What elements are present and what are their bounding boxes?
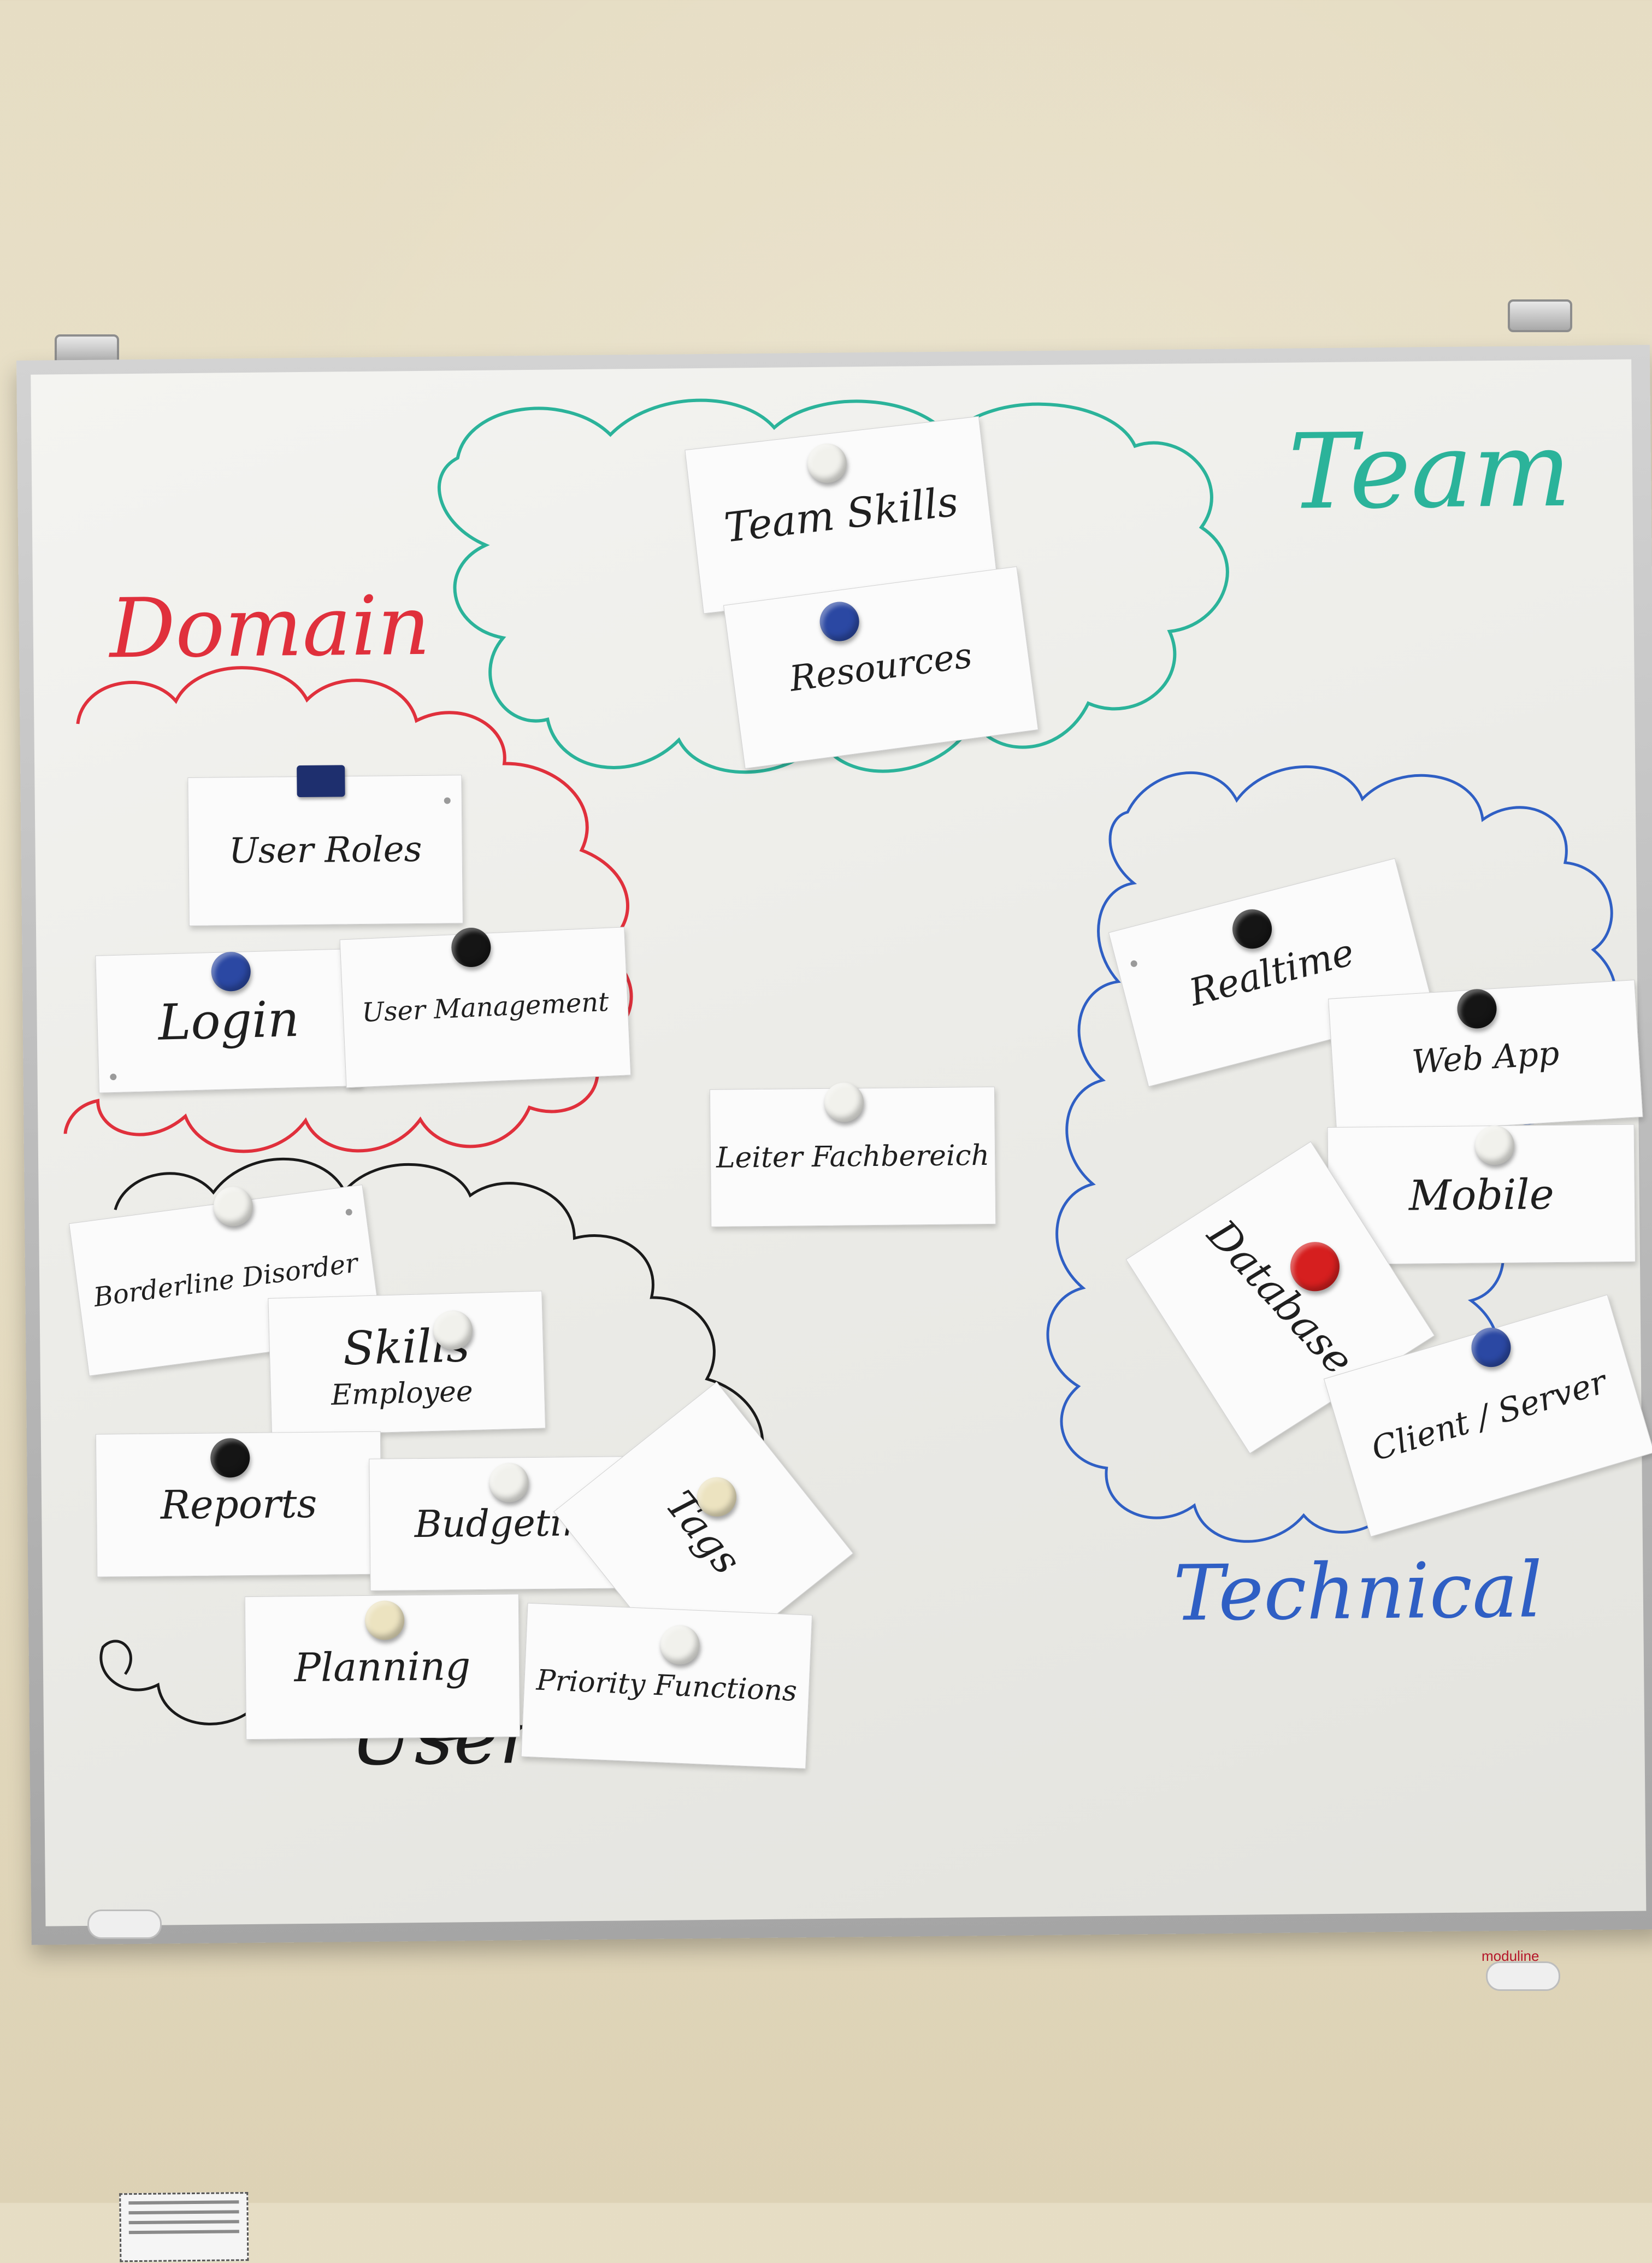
magnet-black[interactable] <box>1457 989 1497 1029</box>
magnet-white[interactable] <box>807 443 847 484</box>
card-label: Resources <box>787 635 975 700</box>
magnet-white[interactable] <box>433 1310 473 1350</box>
magnet-white[interactable] <box>660 1625 700 1665</box>
card-label: Planning <box>294 1643 471 1691</box>
heading-technical: Technical <box>1172 1546 1543 1639</box>
heading-domain: Domain <box>109 578 431 677</box>
magnet-blue[interactable] <box>819 602 859 641</box>
magnet-square-navy[interactable] <box>297 765 345 798</box>
card-label: Reports <box>160 1480 317 1528</box>
punch-hole <box>444 797 451 804</box>
whiteboard-frame: Team Domain Technical User Team Skills R… <box>16 345 1652 2262</box>
whiteboard-surface: Team Domain Technical User Team Skills R… <box>31 359 1652 2262</box>
magnet-blue[interactable] <box>1471 1327 1511 1368</box>
magnet-white[interactable] <box>489 1463 529 1502</box>
card-label: User Management <box>361 986 610 1028</box>
card-label: Team Skills <box>722 478 961 552</box>
card-label: Leiter Fachbereich <box>716 1139 990 1175</box>
card-label: Client / Server <box>1367 1363 1611 1469</box>
board-foot-left <box>87 1910 162 1939</box>
heading-team: Team <box>1288 409 1572 533</box>
card-skills[interactable]: Skills Employee <box>268 1290 546 1436</box>
card-user-roles[interactable]: User Roles <box>187 775 463 927</box>
manufacturer-label-sticker <box>119 2192 249 2262</box>
magnet-cream[interactable] <box>697 1477 737 1517</box>
magnet-black[interactable] <box>210 1437 250 1478</box>
magnet-black[interactable] <box>1232 909 1272 949</box>
board-hanging-clip-right <box>1508 299 1572 332</box>
brand-logo: moduline <box>1482 1948 1539 1964</box>
card-label: Mobile <box>1408 1169 1555 1220</box>
card-sublabel: Employee <box>331 1375 474 1412</box>
domain-cloud-outline <box>63 666 633 1153</box>
magnet-white[interactable] <box>1474 1125 1515 1165</box>
card-label: Database <box>1198 1211 1362 1384</box>
card-label: User Roles <box>228 829 422 872</box>
card-label: Login <box>157 990 300 1052</box>
magnet-blue[interactable] <box>211 951 251 992</box>
card-priority-functions[interactable]: Priority Functions <box>521 1602 813 1769</box>
magnet-black[interactable] <box>451 927 491 968</box>
magnet-red[interactable] <box>1290 1241 1340 1292</box>
punch-hole <box>345 1208 353 1216</box>
punch-hole <box>1130 959 1138 968</box>
magnet-white[interactable] <box>213 1186 253 1227</box>
punch-hole <box>110 1073 117 1081</box>
magnet-cream[interactable] <box>364 1600 405 1640</box>
card-label: Priority Functions <box>535 1664 798 1708</box>
board-foot-right <box>1486 1961 1560 1991</box>
card-label: Web App <box>1411 1034 1561 1082</box>
team-cloud-outline <box>438 398 1229 774</box>
magnet-white[interactable] <box>824 1082 864 1122</box>
